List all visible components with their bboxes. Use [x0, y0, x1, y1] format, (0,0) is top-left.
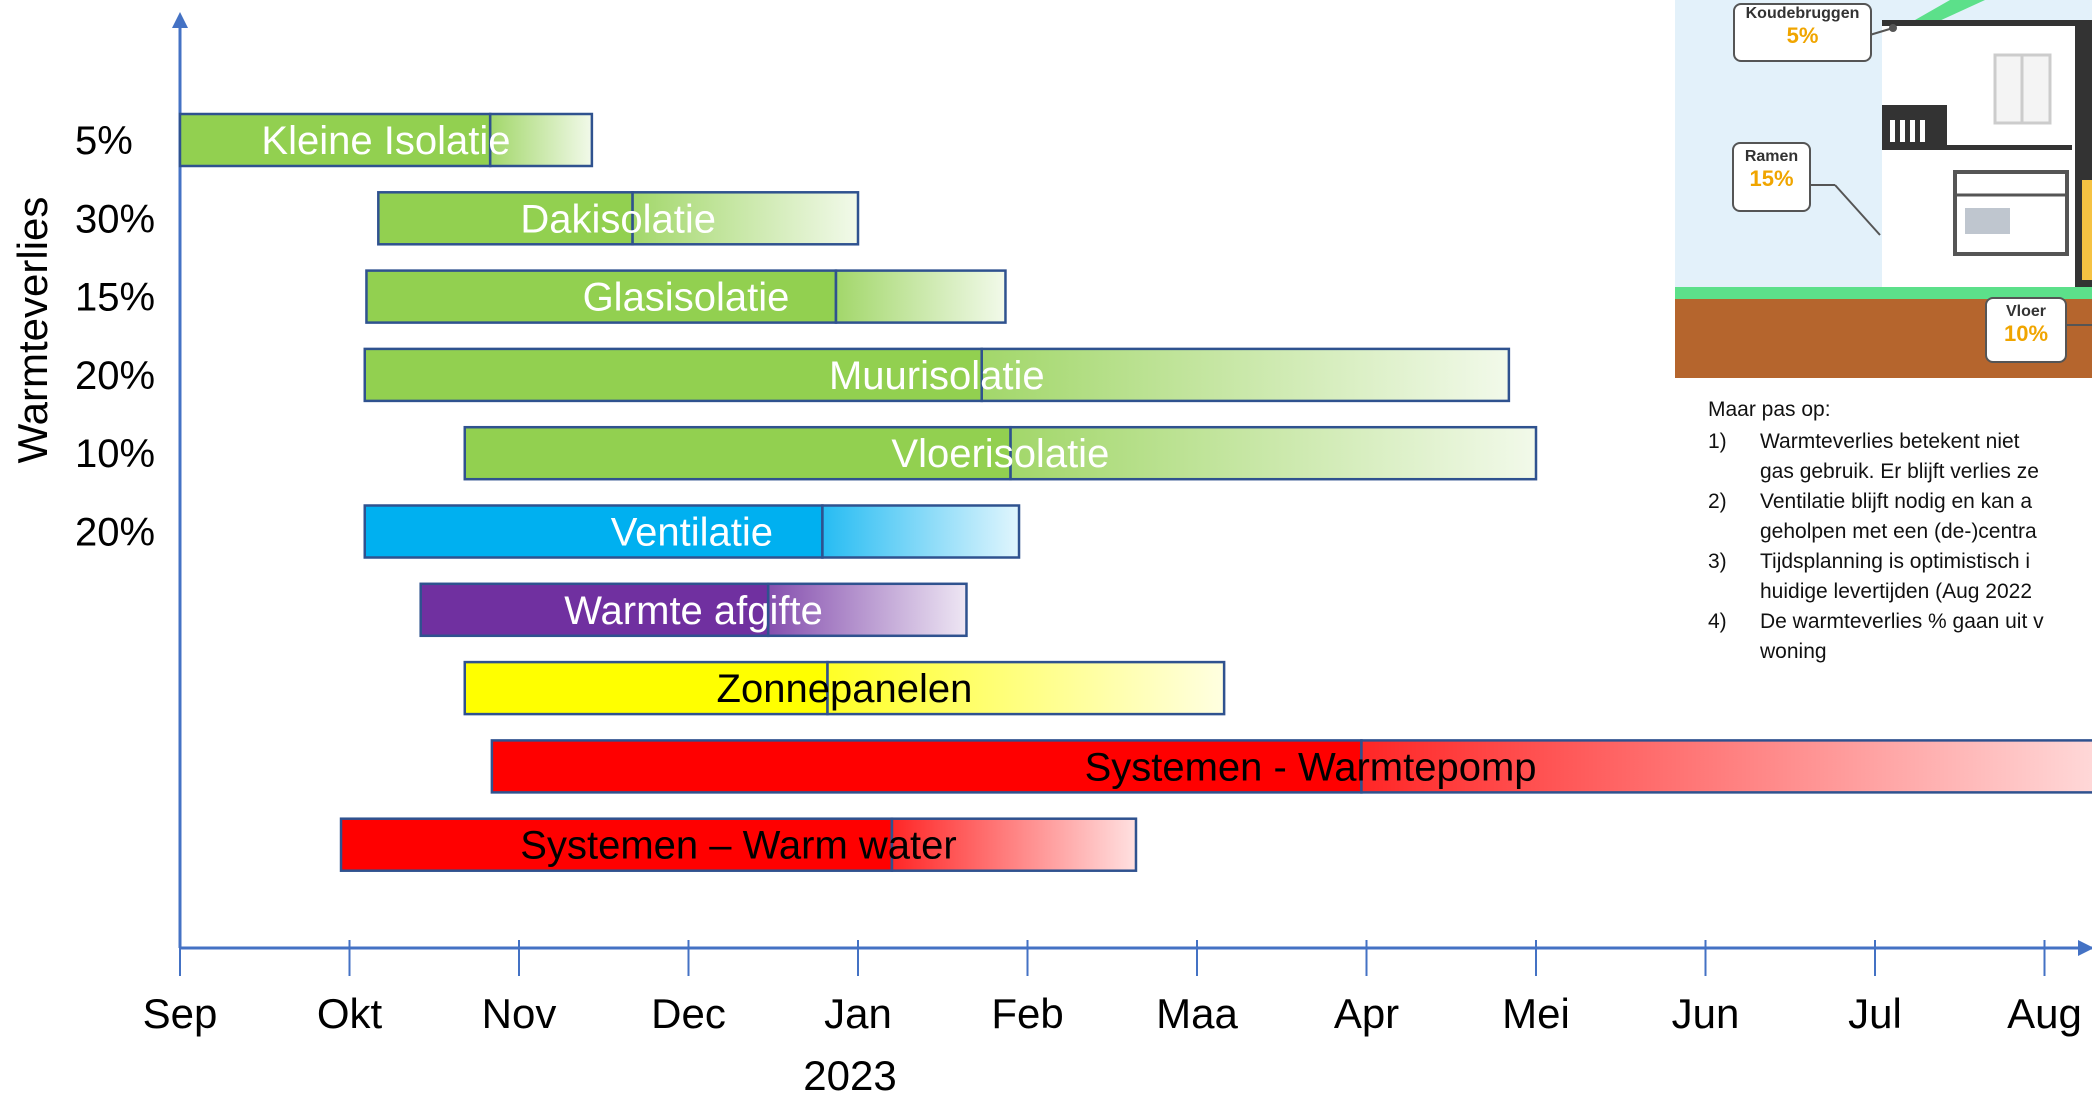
task-bar-fade [766, 582, 968, 638]
warning-notes: Maar pas op: 1) Warmteverlies betekent n… [1708, 395, 2092, 667]
note-item: 4) De warmteverlies % gaan uit v woning [1708, 607, 2092, 667]
label-vloer: Vloer 10% [1985, 297, 2067, 363]
note-number: 2) [1708, 490, 1727, 513]
task-label: Vloerisolatie [891, 432, 1109, 476]
task-label: Kleine Isolatie [261, 119, 510, 163]
x-year-label: 2023 [803, 1052, 896, 1095]
note-line: Warmteverlies betekent niet [1760, 430, 2020, 453]
task-bar-fade [834, 269, 1007, 324]
task-bar-solid [363, 347, 983, 403]
task-bar: Dakisolatie [377, 191, 860, 246]
task-label: Glasisolatie [583, 276, 790, 320]
note-item: 2) Ventilatie blijft nodig en kan a geho… [1708, 487, 2092, 547]
label-koudebruggen-name: Koudebruggen [1745, 5, 1860, 22]
x-tick-label: Sep [143, 990, 218, 1037]
task-bar-fade [821, 504, 1021, 559]
task-bar: Zonnepanelen [463, 660, 1226, 716]
task-label: Muurisolatie [829, 354, 1045, 398]
balcony-railing [1890, 120, 1925, 142]
task-bar-solid [365, 269, 838, 324]
task-bar-fade [826, 660, 1226, 716]
window-sill-item [1965, 208, 2010, 234]
note-number: 4) [1708, 610, 1727, 633]
heat-loss-house-illustration: Koudebruggen 5% Ramen 15% Vloer 10% [1675, 0, 2092, 378]
task-bar: Systemen – Warm water [339, 817, 1138, 872]
x-tick-label: Maa [1156, 990, 1238, 1037]
x-tick-label: Mei [1502, 990, 1570, 1037]
note-item: 1) Warmteverlies betekent niet gas gebru… [1708, 427, 2092, 487]
label-vloer-name: Vloer [2005, 303, 2046, 320]
task-bar: Systemen - Warmtepomp [490, 739, 2092, 794]
task-bar: Warmte afgifte [419, 582, 968, 638]
x-tick-label: Feb [991, 990, 1063, 1037]
task-bar-fade [1360, 739, 2092, 794]
note-item: 3) Tijdsplanning is optimistisch i huidi… [1708, 547, 2092, 607]
task-bar-fade [1009, 425, 1538, 481]
y-axis-arrow [172, 12, 188, 28]
note-line: gas gebruik. Er blijft verlies ze [1760, 460, 2039, 483]
task-label: Systemen - Warmtepomp [1085, 745, 1537, 789]
notes-list: 1) Warmteverlies betekent niet gas gebru… [1708, 427, 2092, 667]
label-ramen-percent: 15% [1749, 166, 1794, 191]
note-line: geholpen met een (de-)centra [1760, 520, 2037, 543]
pointer-ramen-2 [1834, 184, 1881, 236]
task-bar-solid [178, 112, 492, 168]
task-bar-solid [363, 504, 824, 559]
task-label: Dakisolatie [520, 197, 716, 241]
task-bar-fade [631, 191, 860, 246]
task-bar: Glasisolatie [365, 269, 1007, 324]
x-tick-label: Okt [317, 990, 383, 1037]
task-percent-label: 5% [75, 119, 133, 163]
task-percent-label: 20% [75, 511, 155, 555]
note-line: huidige levertijden (Aug 2022 [1760, 580, 2033, 603]
task-bar-solid [463, 425, 1012, 481]
balcony-floor [1882, 145, 2072, 150]
y-axis-label: Warmteverlies [9, 197, 56, 464]
task-bar-solid [377, 191, 634, 246]
note-number: 1) [1708, 430, 1727, 453]
note-number: 3) [1708, 550, 1727, 573]
note-line: De warmteverlies % gaan uit v [1760, 610, 2044, 633]
x-tick-label: Dec [651, 990, 726, 1037]
label-ramen-name: Ramen [1744, 148, 1799, 165]
task-bar: Vloerisolatie [463, 425, 1538, 481]
x-tick-label: Nov [482, 990, 557, 1037]
x-tick-label: Jun [1672, 990, 1740, 1037]
task-bar-fade [488, 112, 594, 168]
task-percent-label: 10% [75, 432, 155, 476]
task-bar: Kleine Isolatie [178, 112, 594, 168]
task-label: Systemen – Warm water [520, 824, 956, 868]
task-percent-label: 30% [75, 197, 155, 241]
task-percent-label: 20% [75, 354, 155, 398]
door-edge [2082, 180, 2092, 280]
lower-window [1953, 170, 2069, 256]
grass [1675, 287, 2092, 299]
roof-edge [1915, 0, 1985, 22]
task-percent-label: 15% [75, 276, 155, 320]
task-bar: Ventilatie [363, 504, 1021, 559]
task-label: Ventilatie [611, 511, 773, 555]
x-tick-label: Jan [824, 990, 892, 1037]
task-label: Zonnepanelen [717, 667, 973, 711]
x-tick-label: Jul [1848, 990, 1902, 1037]
task-bar: Muurisolatie [363, 347, 1511, 403]
task-bar-fade [890, 817, 1138, 872]
task-bar-fade [980, 347, 1511, 403]
notes-intro: Maar pas op: [1708, 398, 1831, 421]
label-vloer-percent: 10% [2003, 321, 2049, 346]
note-line: Tijdsplanning is optimistisch i [1760, 550, 2030, 573]
note-line: woning [1760, 640, 1827, 663]
label-koudebruggen: Koudebruggen 5% [1733, 3, 1872, 62]
x-axis-arrow [2078, 940, 2092, 956]
x-tick-label: Aug [2007, 990, 2082, 1037]
x-tick-label: Apr [1334, 990, 1399, 1037]
note-line: Ventilatie blijft nodig en kan a [1760, 490, 2033, 513]
house-roofline [1882, 20, 2092, 26]
task-label: Warmte afgifte [564, 589, 823, 633]
label-ramen: Ramen 15% [1732, 142, 1811, 212]
label-koudebruggen-percent: 5% [1786, 23, 1819, 48]
task-bar-solid [463, 660, 829, 716]
pointer-dot-koudebruggen [1889, 24, 1897, 32]
